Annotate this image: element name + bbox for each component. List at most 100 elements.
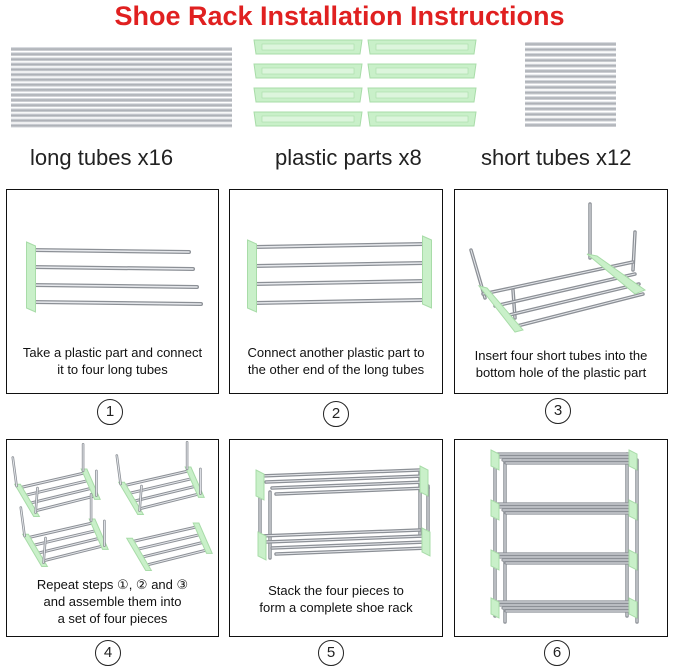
long-tube [11, 108, 232, 113]
tube-highlight [127, 477, 194, 495]
plastic-part [26, 241, 36, 313]
step-3-diagram [469, 202, 647, 333]
caption-line: Connect another plastic part to [247, 345, 425, 360]
caption-line: Stack the four pieces to [268, 583, 404, 598]
part-label-plastic-parts: plastic parts x8 [275, 145, 422, 170]
short-tube [525, 42, 616, 46]
plastic-part [257, 531, 267, 561]
long-tube [11, 82, 232, 87]
tube-highlight [251, 243, 426, 248]
plastic-part [628, 549, 638, 571]
step-3-caption: Insert four short tubes into the bottom … [455, 347, 667, 381]
step-1-diagram [26, 241, 203, 313]
tube-highlight [30, 266, 194, 270]
caption-line: the other end of the long tubes [247, 362, 425, 377]
tube-highlight [141, 541, 206, 558]
step-3-number: 3 [545, 398, 571, 424]
tube-highlight [122, 470, 190, 487]
short-tube [525, 117, 616, 122]
step-1-panel: Take a plastic part and connect it to fo… [6, 189, 219, 394]
step-6-panel [454, 439, 668, 637]
tube-highlight [251, 299, 426, 304]
step-2-diagram [247, 235, 432, 313]
tube-highlight [37, 537, 102, 554]
step-5-diagram [255, 465, 431, 561]
short-tube [525, 96, 616, 100]
tube-highlight [30, 284, 198, 288]
long-tube [11, 77, 232, 82]
plastic-part [117, 481, 145, 515]
tube-highlight [259, 469, 421, 477]
short-tube [525, 74, 616, 79]
short-tube [525, 47, 616, 52]
caption-line: bottom hole of the plastic part [475, 365, 647, 380]
step-1-caption: Take a plastic part and connect it to fo… [7, 344, 218, 378]
tube-highlight [516, 293, 644, 327]
part-label-long-tubes: long tubes x16 [30, 145, 174, 170]
short-tube [525, 58, 616, 63]
long-tube [11, 118, 232, 123]
step-4-panel: Repeat steps ①, ② and ③ and assemble the… [6, 439, 219, 637]
tube-highlight [251, 280, 426, 285]
tube-highlight [275, 547, 429, 555]
tube-highlight [35, 495, 97, 512]
step-1-number: 1 [97, 399, 123, 425]
plastic-part [255, 469, 265, 501]
long-tubes-image [11, 47, 232, 128]
short-tubes-image [525, 42, 616, 127]
tube-highlight [494, 273, 636, 307]
short-tube [525, 52, 616, 57]
plastic-part [422, 235, 432, 309]
plastic-part [490, 549, 500, 571]
plastic-part-slot [375, 91, 469, 99]
plastic-part-slot [261, 67, 355, 75]
short-tube [525, 112, 616, 117]
plastic-part-slot [375, 43, 469, 51]
plastic-part [13, 483, 41, 517]
step-4-caption: Repeat steps ①, ② and ③ and assemble the… [7, 576, 218, 627]
step-3-panel: Insert four short tubes into the bottom … [454, 189, 668, 394]
step-6-diagram [490, 449, 639, 624]
caption-line: Take a plastic part and connect [22, 345, 203, 360]
short-tube [525, 85, 616, 90]
tube-highlight [139, 485, 142, 512]
short-tube [525, 101, 616, 106]
step-2-caption: Connect another plastic part to the othe… [230, 344, 442, 378]
plastic-part [477, 285, 524, 333]
tube-highlight [43, 545, 105, 562]
caption-line: a set of four pieces [57, 611, 168, 626]
caption-line: Repeat steps ①, ② and ③ [36, 577, 189, 592]
long-tube [11, 92, 232, 97]
tube-highlight [139, 493, 201, 510]
plastic-part [586, 253, 647, 295]
plastic-part-slot [375, 115, 469, 123]
tube-highlight [271, 481, 427, 489]
plastic-part-slot [375, 67, 469, 75]
tube-highlight [30, 249, 190, 253]
tube-highlight [12, 457, 18, 487]
short-tube [525, 79, 616, 84]
tube-highlight [130, 526, 198, 543]
long-tube [11, 113, 232, 118]
short-tube [525, 123, 616, 127]
tube-highlight [30, 301, 202, 305]
plastic-part [247, 239, 257, 313]
short-tube [525, 90, 616, 95]
long-tube [11, 47, 232, 51]
plastic-part [628, 597, 638, 619]
short-tube [525, 69, 616, 73]
tube-highlight [504, 283, 640, 317]
tube-highlight [135, 533, 202, 551]
plastic-part [628, 449, 638, 471]
long-tube [11, 57, 232, 62]
tube-highlight [265, 475, 425, 483]
caption-line: form a complete shoe rack [259, 600, 413, 615]
caption-line: Insert four short tubes into the [474, 348, 648, 363]
plastic-part [21, 533, 49, 567]
plastic-part [421, 527, 431, 557]
step-2-number: 2 [323, 401, 349, 427]
tube-highlight [265, 535, 425, 543]
step-2-panel: Connect another plastic part to the othe… [229, 189, 443, 394]
caption-line: it to four long tubes [57, 362, 168, 377]
